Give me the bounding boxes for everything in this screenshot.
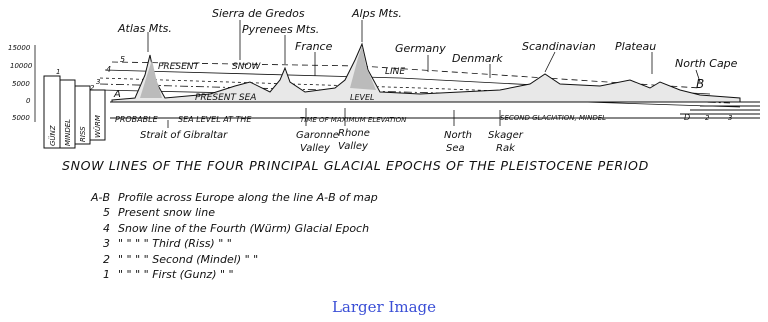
snow-label: SNOW bbox=[232, 62, 262, 72]
sea-level-at-the-label: SEA LEVEL AT THE bbox=[178, 115, 252, 124]
peak-label-alps: Alps Mts. bbox=[351, 7, 402, 20]
present-sea-label: PRESENT SEA bbox=[195, 93, 256, 103]
legend: A-B Profile across Europe along the line… bbox=[82, 190, 378, 282]
legend-key: 5 bbox=[103, 206, 110, 220]
box-wurm: WÜRM bbox=[93, 115, 102, 138]
legend-row: 5 Present snow line bbox=[82, 205, 378, 220]
elevation-label-10000: 10000 bbox=[10, 62, 33, 70]
lower-label-gibraltar: Strait of Gibraltar bbox=[140, 130, 228, 141]
point-b-label: B bbox=[696, 77, 704, 91]
peak-label-scandinavian: Scandinavian bbox=[522, 40, 596, 53]
legend-row: 4 Snow line of the Fourth (Würm) Glacial… bbox=[82, 221, 378, 236]
legend-text: " " " " Second (Mindel) " " bbox=[118, 252, 259, 266]
legend-row: 2 " " " " Second (Mindel) " " bbox=[82, 252, 378, 267]
time-of-max-elevation-label: TIME OF MAXIMUM ELEVATION bbox=[300, 116, 407, 124]
elevation-label-0: 0 bbox=[26, 97, 31, 105]
terrain-profile bbox=[111, 42, 741, 103]
line-number-4: 4 bbox=[106, 65, 111, 74]
peak-label-sierra-de-gredos: Sierra de Gredos bbox=[212, 7, 305, 20]
present-snow-label: PRESENT bbox=[158, 62, 200, 72]
lower-label-north-sea: Sea bbox=[446, 143, 465, 154]
legend-text: " " " " Third (Riss) " " bbox=[118, 237, 232, 251]
box-mindel: MINDEL bbox=[64, 119, 72, 146]
peak-label-plateau: Plateau bbox=[615, 40, 656, 53]
right-number-3: 3 bbox=[728, 114, 732, 122]
lower-pointers bbox=[167, 108, 501, 128]
end-letter-d: D bbox=[684, 113, 690, 122]
legend-text: Profile across Europe along the line A-B… bbox=[118, 191, 378, 204]
glacial-profile-figure: 15000 10000 5000 0 5000 GÜNZ MINDEL RISS… bbox=[8, 7, 760, 282]
peak-label-atlas: Atlas Mts. bbox=[117, 22, 172, 35]
legend-text: " " " " First (Gunz) " " bbox=[118, 268, 234, 282]
elevation-label-15000: 15000 bbox=[8, 44, 31, 52]
sea-level-label: LEVEL bbox=[350, 93, 375, 102]
lower-label-garonne-valley: Valley bbox=[300, 143, 331, 154]
legend-key: A-B bbox=[90, 191, 110, 204]
right-number-2: 2 bbox=[705, 114, 710, 122]
lower-label-north: North bbox=[444, 130, 472, 141]
legend-key: 1 bbox=[103, 268, 110, 282]
legend-key: 2 bbox=[103, 252, 110, 266]
legend-row: 1 " " " " First (Gunz) " " bbox=[82, 267, 378, 282]
legend-row: A-B Profile across Europe along the line… bbox=[82, 190, 378, 205]
legend-row: 3 " " " " Third (Riss) " " bbox=[82, 236, 378, 251]
legend-key: 3 bbox=[103, 237, 110, 251]
line-number-5: 5 bbox=[120, 55, 125, 64]
second-glaciation-label: SECOND GLACIATION, MINDEL bbox=[500, 114, 606, 122]
lower-label-rhone: Rhone bbox=[338, 128, 370, 139]
lower-label-rhone-valley: Valley bbox=[338, 141, 369, 152]
legend-text: Present snow line bbox=[118, 206, 215, 220]
line-number-2: 2 bbox=[90, 84, 95, 92]
elevation-label-minus-5000: 5000 bbox=[12, 114, 30, 122]
peak-label-germany: Germany bbox=[395, 42, 446, 55]
larger-image-link[interactable]: Larger Image bbox=[331, 298, 437, 316]
lower-label-skager-rak: Rak bbox=[496, 143, 516, 154]
peak-label-north-cape: North Cape bbox=[675, 57, 738, 70]
peak-label-pyrenees: Pyrenees Mts. bbox=[242, 23, 319, 36]
legend-text: Snow line of the Fourth (Würm) Glacial E… bbox=[118, 221, 370, 235]
legend-key: 4 bbox=[103, 221, 110, 235]
peak-label-denmark: Denmark bbox=[452, 52, 503, 65]
profile-diagram: 15000 10000 5000 0 5000 GÜNZ MINDEL RISS… bbox=[8, 7, 760, 154]
elevation-label-5000: 5000 bbox=[12, 80, 30, 88]
lower-label-garonne: Garonne bbox=[296, 130, 339, 141]
peak-pointers bbox=[147, 20, 701, 83]
line-number-3: 3 bbox=[96, 78, 100, 86]
glacial-boxes: GÜNZ MINDEL RISS WÜRM bbox=[43, 75, 106, 149]
box-riss: RISS bbox=[79, 126, 87, 142]
box-gunz: GÜNZ bbox=[48, 125, 57, 146]
sea-level-lines bbox=[110, 101, 760, 119]
figure-caption: SNOW LINES OF THE FOUR PRINCIPAL GLACIAL… bbox=[62, 158, 649, 173]
lower-label-skager: Skager bbox=[488, 130, 524, 141]
line-label: LINE bbox=[385, 67, 405, 77]
peak-label-france: France bbox=[295, 40, 333, 53]
point-a-label: A bbox=[113, 89, 121, 100]
line-number-1: 1 bbox=[56, 68, 60, 76]
probable-label: PROBABLE bbox=[115, 115, 159, 124]
